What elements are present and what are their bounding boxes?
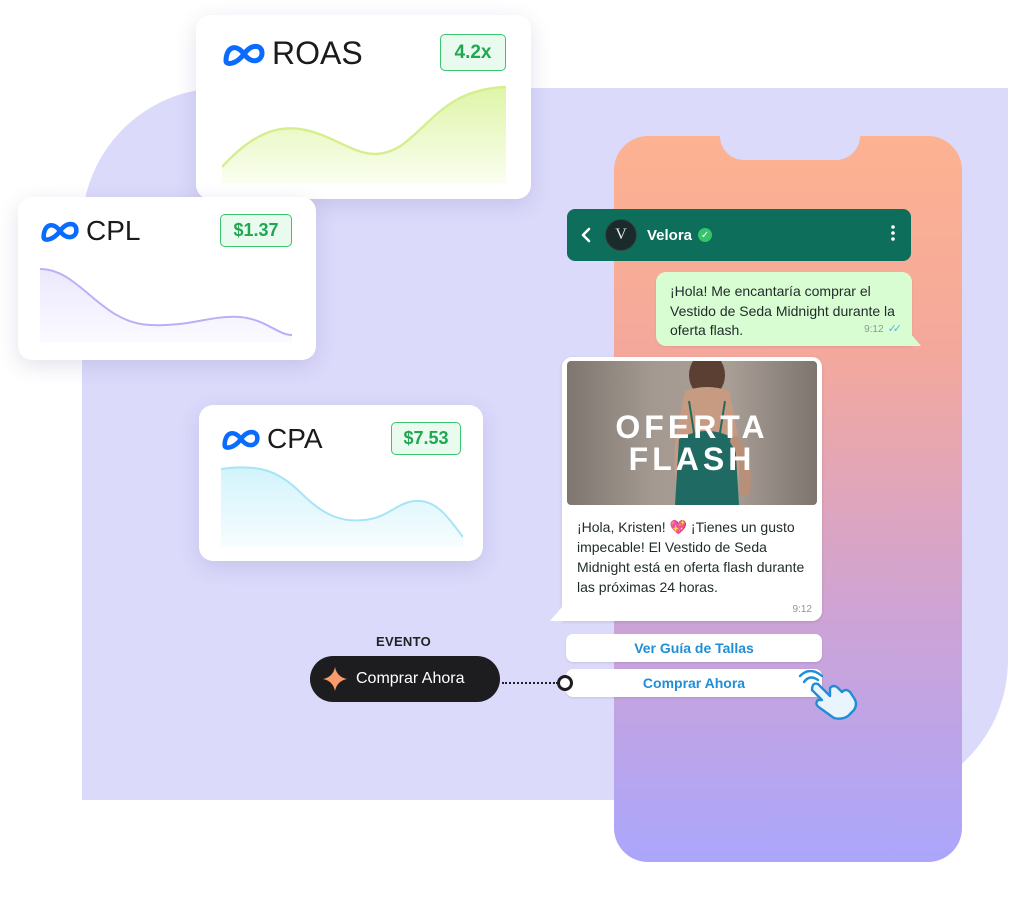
cpa-card: CPA $7.53 [199, 405, 483, 561]
outgoing-message: ¡Hola! Me encantaría comprar el Vestido … [656, 272, 921, 346]
meta-logo-icon [41, 221, 79, 242]
promo-image: OFERTA FLASH [567, 361, 817, 505]
outgoing-message-text: ¡Hola! Me encantaría comprar el Vestido … [670, 283, 895, 338]
roas-value-badge: 4.2x [440, 34, 506, 71]
chat-header: V Velora ✓ [567, 209, 911, 261]
cpa-title: CPA [267, 423, 323, 454]
model-photo-illustration [674, 361, 751, 505]
sparkle-icon [322, 666, 348, 692]
roas-card: ROAS 4.2x [196, 15, 531, 199]
connector-node [557, 675, 573, 691]
cpa-value-badge: $7.53 [391, 422, 461, 455]
vertical-dots-icon [891, 224, 895, 241]
contact-name[interactable]: Velora [647, 226, 693, 244]
message-meta: 9:12 ✓✓ [864, 320, 903, 340]
cpl-trend-chart [40, 268, 292, 343]
chevron-left-icon [581, 227, 591, 243]
incoming-message-card: OFERTA FLASH ¡Hola, Kristen! 💖 ¡Tienes u… [550, 357, 822, 621]
promo-title-line1: OFERTA [615, 409, 769, 445]
avatar[interactable]: V [605, 219, 637, 251]
meta-logo-icon [223, 43, 265, 66]
cpl-title: CPL [86, 215, 141, 246]
buy-now-button[interactable]: Comprar Ahora [566, 669, 822, 697]
cpa-header: CPA [221, 423, 323, 455]
connector-line [502, 682, 558, 684]
event-label: EVENTO [376, 634, 432, 649]
incoming-message-text: ¡Hola, Kristen! 💖 ¡Tienes un gusto impec… [577, 519, 805, 595]
cpl-value-badge: $1.37 [220, 214, 292, 247]
verified-check-icon: ✓ [698, 228, 713, 242]
cpl-header: CPL [40, 215, 140, 247]
promo-title-line2: FLASH [628, 441, 756, 477]
event-pill: Comprar Ahora [310, 656, 500, 702]
roas-header: ROAS [222, 35, 363, 72]
tap-hand-icon [798, 670, 858, 720]
cpl-card: CPL $1.37 [18, 197, 316, 360]
roas-title: ROAS [272, 35, 363, 71]
message-time: 9:12 [864, 323, 884, 335]
meta-logo-icon [222, 429, 260, 450]
roas-trend-chart [222, 85, 506, 183]
double-check-icon: ✓✓ [887, 322, 903, 335]
phone-notch [720, 136, 860, 160]
more-options-button[interactable] [891, 224, 895, 246]
event-name: Comprar Ahora [356, 670, 465, 687]
message-time: 9:12 [792, 604, 812, 615]
size-guide-button[interactable]: Ver Guía de Tallas [566, 634, 822, 662]
promo-title: OFERTA FLASH [567, 411, 817, 475]
back-button[interactable] [571, 209, 601, 261]
cpa-trend-chart [221, 466, 463, 547]
